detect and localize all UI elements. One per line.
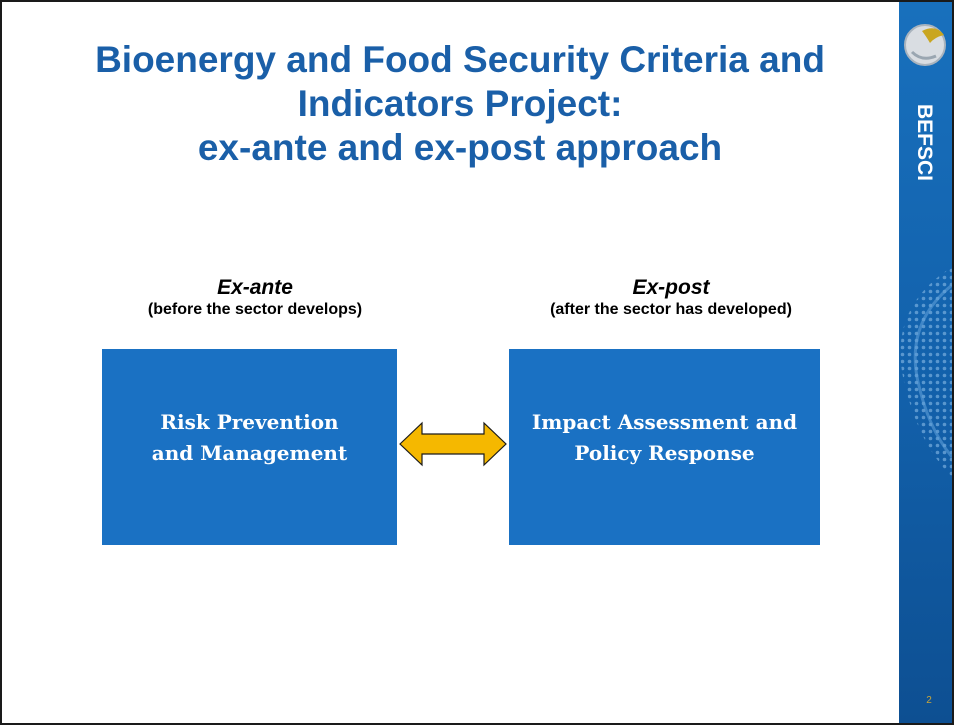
slide-title: Bioenergy and Food Security Criteria and… (30, 38, 890, 170)
logo-icon (904, 24, 946, 66)
globe-watermark-icon (900, 267, 952, 477)
title-line-1: Bioenergy and Food Security Criteria and (95, 39, 825, 80)
impact-box-line-2: Policy Response (574, 441, 755, 465)
title-line-2: Indicators Project: (297, 83, 623, 124)
brand-text: BEFSCI (913, 104, 936, 181)
ex-post-subheading: (after the sector has developed) (550, 301, 792, 318)
risk-box-line-2: and Management (151, 441, 348, 465)
impact-assessment-box: Impact Assessment and Policy Response (509, 349, 820, 545)
brand-label: BEFSCI (913, 104, 936, 181)
ex-ante-heading-block: Ex-ante (before the sector develops) (70, 276, 440, 319)
ex-post-heading-block: Ex-post (after the sector has developed) (485, 276, 857, 319)
ex-ante-subheading: (before the sector develops) (147, 301, 363, 318)
impact-box-line-1: Impact Assessment and (531, 410, 798, 434)
risk-prevention-box: Risk Prevention and Management (102, 349, 397, 545)
right-sidebar: BEFSCI (899, 2, 952, 723)
ex-ante-heading: Ex-ante (217, 276, 293, 299)
title-line-3: ex-ante and ex-post approach (197, 127, 723, 168)
double-arrow (399, 421, 507, 467)
ex-post-heading: Ex-post (632, 276, 710, 299)
risk-box-line-1: Risk Prevention (160, 410, 339, 434)
page-number: 2 (926, 695, 932, 706)
